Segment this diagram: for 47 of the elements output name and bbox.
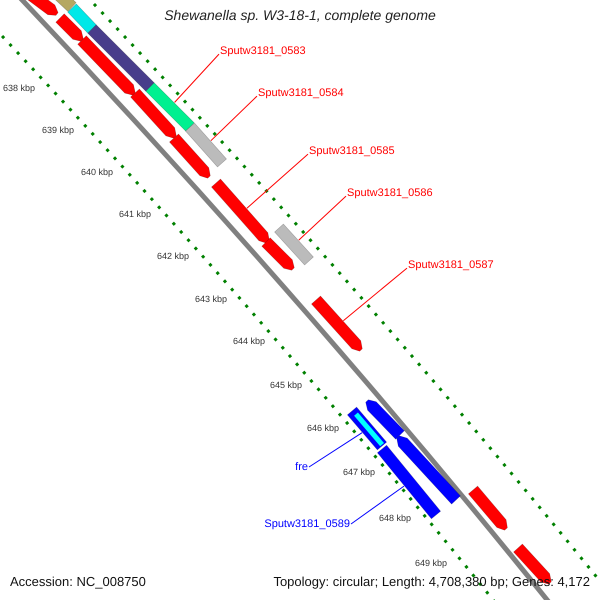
tick-label: 646 kbp xyxy=(307,424,340,434)
gene-block xyxy=(365,399,405,440)
tick-label: 639 kbp xyxy=(42,126,74,136)
title: Shewanella sp. W3-18-1, complete genome xyxy=(163,8,437,24)
gene-block xyxy=(185,122,227,168)
gene-label: Sputw3181_0585 xyxy=(309,145,395,158)
accession-text: Accession: NC_008750 xyxy=(10,575,146,590)
tick-label: 645 kbp xyxy=(270,381,302,391)
leader-line xyxy=(210,96,258,142)
tick-label: 642 kbp xyxy=(157,252,190,262)
tick-label: 641 kbp xyxy=(119,210,152,220)
gene-block xyxy=(261,237,295,271)
leader-line xyxy=(342,268,408,322)
gene-label: Sputw3181_0583 xyxy=(220,45,306,58)
gene-block xyxy=(87,24,155,92)
leader-line xyxy=(246,154,308,209)
gene-block xyxy=(274,224,314,266)
gene-block xyxy=(55,13,84,42)
gene-block xyxy=(130,88,177,139)
gene-label: Sputw3181_0587 xyxy=(408,259,494,272)
gene-block xyxy=(169,134,211,179)
gene-block xyxy=(396,435,461,505)
gene-block xyxy=(26,0,58,16)
leader-line xyxy=(174,54,220,103)
tick-label: 644 kbp xyxy=(233,337,266,347)
gene-block xyxy=(145,82,195,132)
gene-label: Sputw3181_0586 xyxy=(347,187,433,200)
gene-block xyxy=(211,178,270,244)
gene-block xyxy=(346,406,388,450)
leader-line xyxy=(350,486,404,524)
gene-label: fre xyxy=(295,461,308,474)
gene-block xyxy=(311,296,363,352)
gene-block xyxy=(77,35,136,96)
gene-label: Sputw3181_0589 xyxy=(264,518,350,530)
leader-line xyxy=(298,196,346,241)
gene-block xyxy=(468,486,508,531)
tick-label: 647 kbp xyxy=(343,468,376,478)
genome-summary: Topology: circular; Length: 4,708,380 bp; Genes: 4,172 xyxy=(273,575,590,590)
tick-label: 640 kbp xyxy=(81,168,114,178)
tick-label: 649 kbp xyxy=(415,559,448,569)
tick-label: 638 kbp xyxy=(3,84,36,94)
gene-label: Sputw3181_0584 xyxy=(258,87,344,100)
leader-line xyxy=(308,432,363,468)
tick-label: 648 kbp xyxy=(379,514,412,524)
gene-block xyxy=(513,544,552,585)
tick-label: 643 kbp xyxy=(195,295,228,305)
gene-block xyxy=(67,3,97,34)
